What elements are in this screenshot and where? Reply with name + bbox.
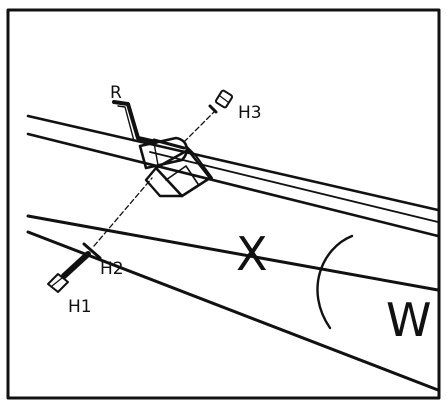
label-w: W bbox=[386, 293, 431, 347]
tube-x bbox=[26, 214, 440, 392]
label-x: X bbox=[236, 227, 268, 281]
upper-rail bbox=[26, 114, 440, 238]
label-r: R bbox=[110, 83, 122, 103]
leader-lines bbox=[93, 111, 215, 247]
label-h1: H1 bbox=[68, 297, 92, 317]
crank-handle-icon bbox=[112, 100, 186, 150]
bracket-icon bbox=[138, 136, 213, 198]
label-h2: H2 bbox=[100, 259, 124, 279]
label-h3: H3 bbox=[238, 103, 262, 123]
bolt-icon bbox=[47, 242, 102, 293]
nut-icon bbox=[208, 89, 234, 114]
tube-joint-arc bbox=[316, 234, 354, 330]
diagram-frame bbox=[6, 8, 441, 400]
